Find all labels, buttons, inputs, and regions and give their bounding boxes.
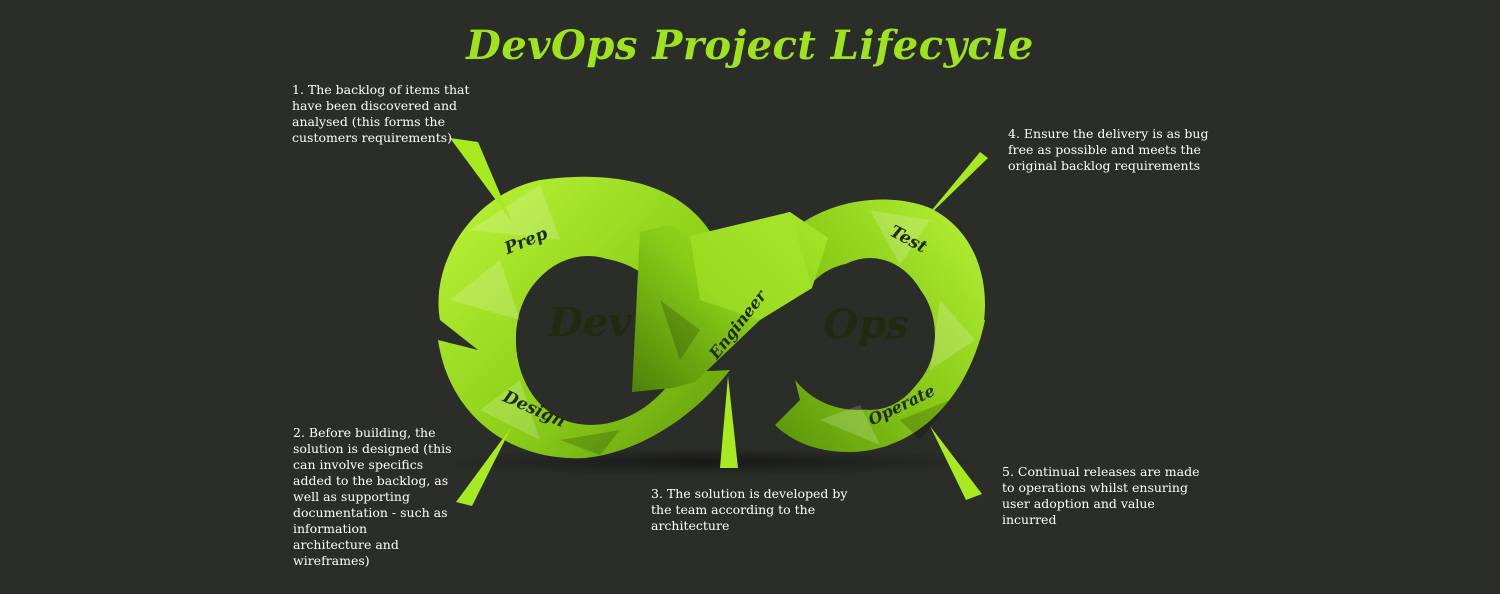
page-title: DevOps Project Lifecycle xyxy=(466,22,1034,69)
dev-label: Dev xyxy=(547,299,632,346)
diagram-shadow xyxy=(432,448,992,476)
engineer-band-highlight xyxy=(690,212,812,320)
left-loop-hole xyxy=(516,256,660,424)
pointer-arrow-3 xyxy=(720,376,738,468)
pointer-arrow-4 xyxy=(922,152,988,222)
pointer-arrow-1 xyxy=(450,138,512,222)
note-design: 2. Before building, the solution is desi… xyxy=(293,425,452,568)
note-test: 4. Ensure the delivery is as bug free as… xyxy=(1008,126,1209,173)
note-backlog: 1. The backlog of items that have been d… xyxy=(292,82,470,145)
note-engineer: 3. The solution is developed by the team… xyxy=(651,486,848,533)
right-loop-hole xyxy=(808,258,932,410)
pointer-arrow-2 xyxy=(456,426,512,506)
facet-overlay xyxy=(450,185,975,445)
pointer-arrow-5 xyxy=(930,426,982,500)
ops-label: Ops xyxy=(823,301,908,348)
facet-shade xyxy=(560,300,950,455)
right-loop xyxy=(775,199,985,452)
note-operate: 5. Continual releases are made to operat… xyxy=(1002,464,1200,527)
